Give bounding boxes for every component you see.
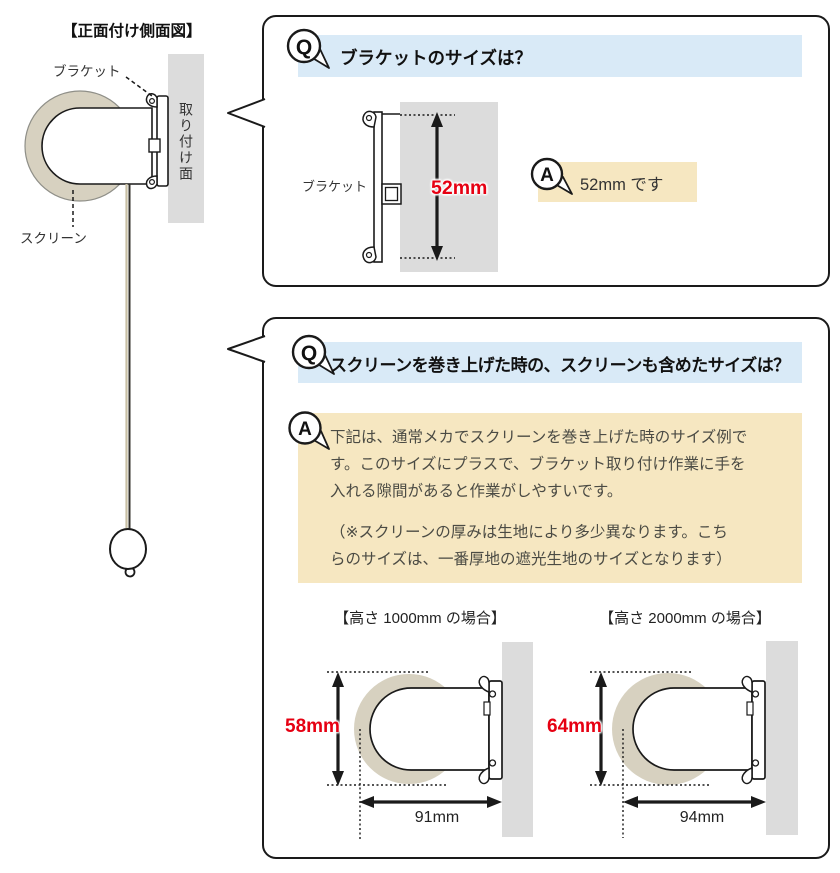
q1-bracket-label: ブラケット xyxy=(302,179,368,194)
side-view-title: 【正面付け側面図】 xyxy=(62,23,202,40)
q1-panel-tail xyxy=(227,98,266,128)
q2-panel-tail xyxy=(227,335,266,363)
q1-height-dim: 52mm xyxy=(431,177,488,199)
q2-answer-highlight xyxy=(298,413,802,583)
case2-wall-bar xyxy=(766,641,798,835)
pull-ring xyxy=(124,566,136,578)
bracket-leader-line xyxy=(125,76,153,97)
q2-answer-line: らのサイズは、一番厚地の遮光生地のサイズとなります） xyxy=(330,551,732,568)
q2-answer-paragraphs: 下記は、通常メカでスクリーンを巻き上げた時のサイズ例で す。このサイズにプラスで… xyxy=(330,424,747,573)
q2-answer-line: す。このサイズにプラスで、ブラケット取り付け作業に手を xyxy=(330,456,746,473)
case2-title: 【高さ 2000mm の場合】 xyxy=(599,610,771,627)
q2-answer-line: 入れる隙間があると作業がしやすいです。 xyxy=(330,483,623,500)
case1-width-dim: 91mm xyxy=(414,809,460,826)
side-screen-label: スクリーン xyxy=(20,231,87,246)
mount-surface-label: 取り付け面 xyxy=(178,102,194,182)
q1-wall-bar xyxy=(400,102,498,272)
q2-question-text: スクリーンを巻き上げた時の、スクリーンも含めたサイズは？ xyxy=(330,356,790,375)
case2-width-dim: 94mm xyxy=(679,809,725,826)
side-bracket-label: ブラケット xyxy=(53,64,121,79)
q2-answer-line: （※スクリーンの厚みは生地により多少異なります。こち xyxy=(330,524,728,541)
q2-question-band xyxy=(298,342,802,383)
q2-answer-line xyxy=(330,505,747,519)
case1-title: 【高さ 1000mm の場合】 xyxy=(334,610,506,627)
q1-question-band xyxy=(298,35,802,77)
q2-panel xyxy=(262,317,830,859)
screen-roll-circle xyxy=(24,90,136,202)
bracket-shape xyxy=(145,93,169,190)
q1-answer-text: 52mm です xyxy=(580,176,664,194)
case1-height-dim: 58mm xyxy=(285,716,340,737)
pull-ball xyxy=(109,528,147,570)
side-view-wall-bar xyxy=(168,54,204,223)
case1-wall-bar xyxy=(502,642,533,837)
case2-height-dim: 64mm xyxy=(547,716,602,737)
roller-body xyxy=(41,107,153,185)
side-view-diagram xyxy=(24,76,169,578)
q1-question-text: ブラケットのサイズは？ xyxy=(340,48,532,68)
q2-answer-line: 下記は、通常メカでスクリーンを巻き上げた時のサイズ例で xyxy=(330,429,748,446)
